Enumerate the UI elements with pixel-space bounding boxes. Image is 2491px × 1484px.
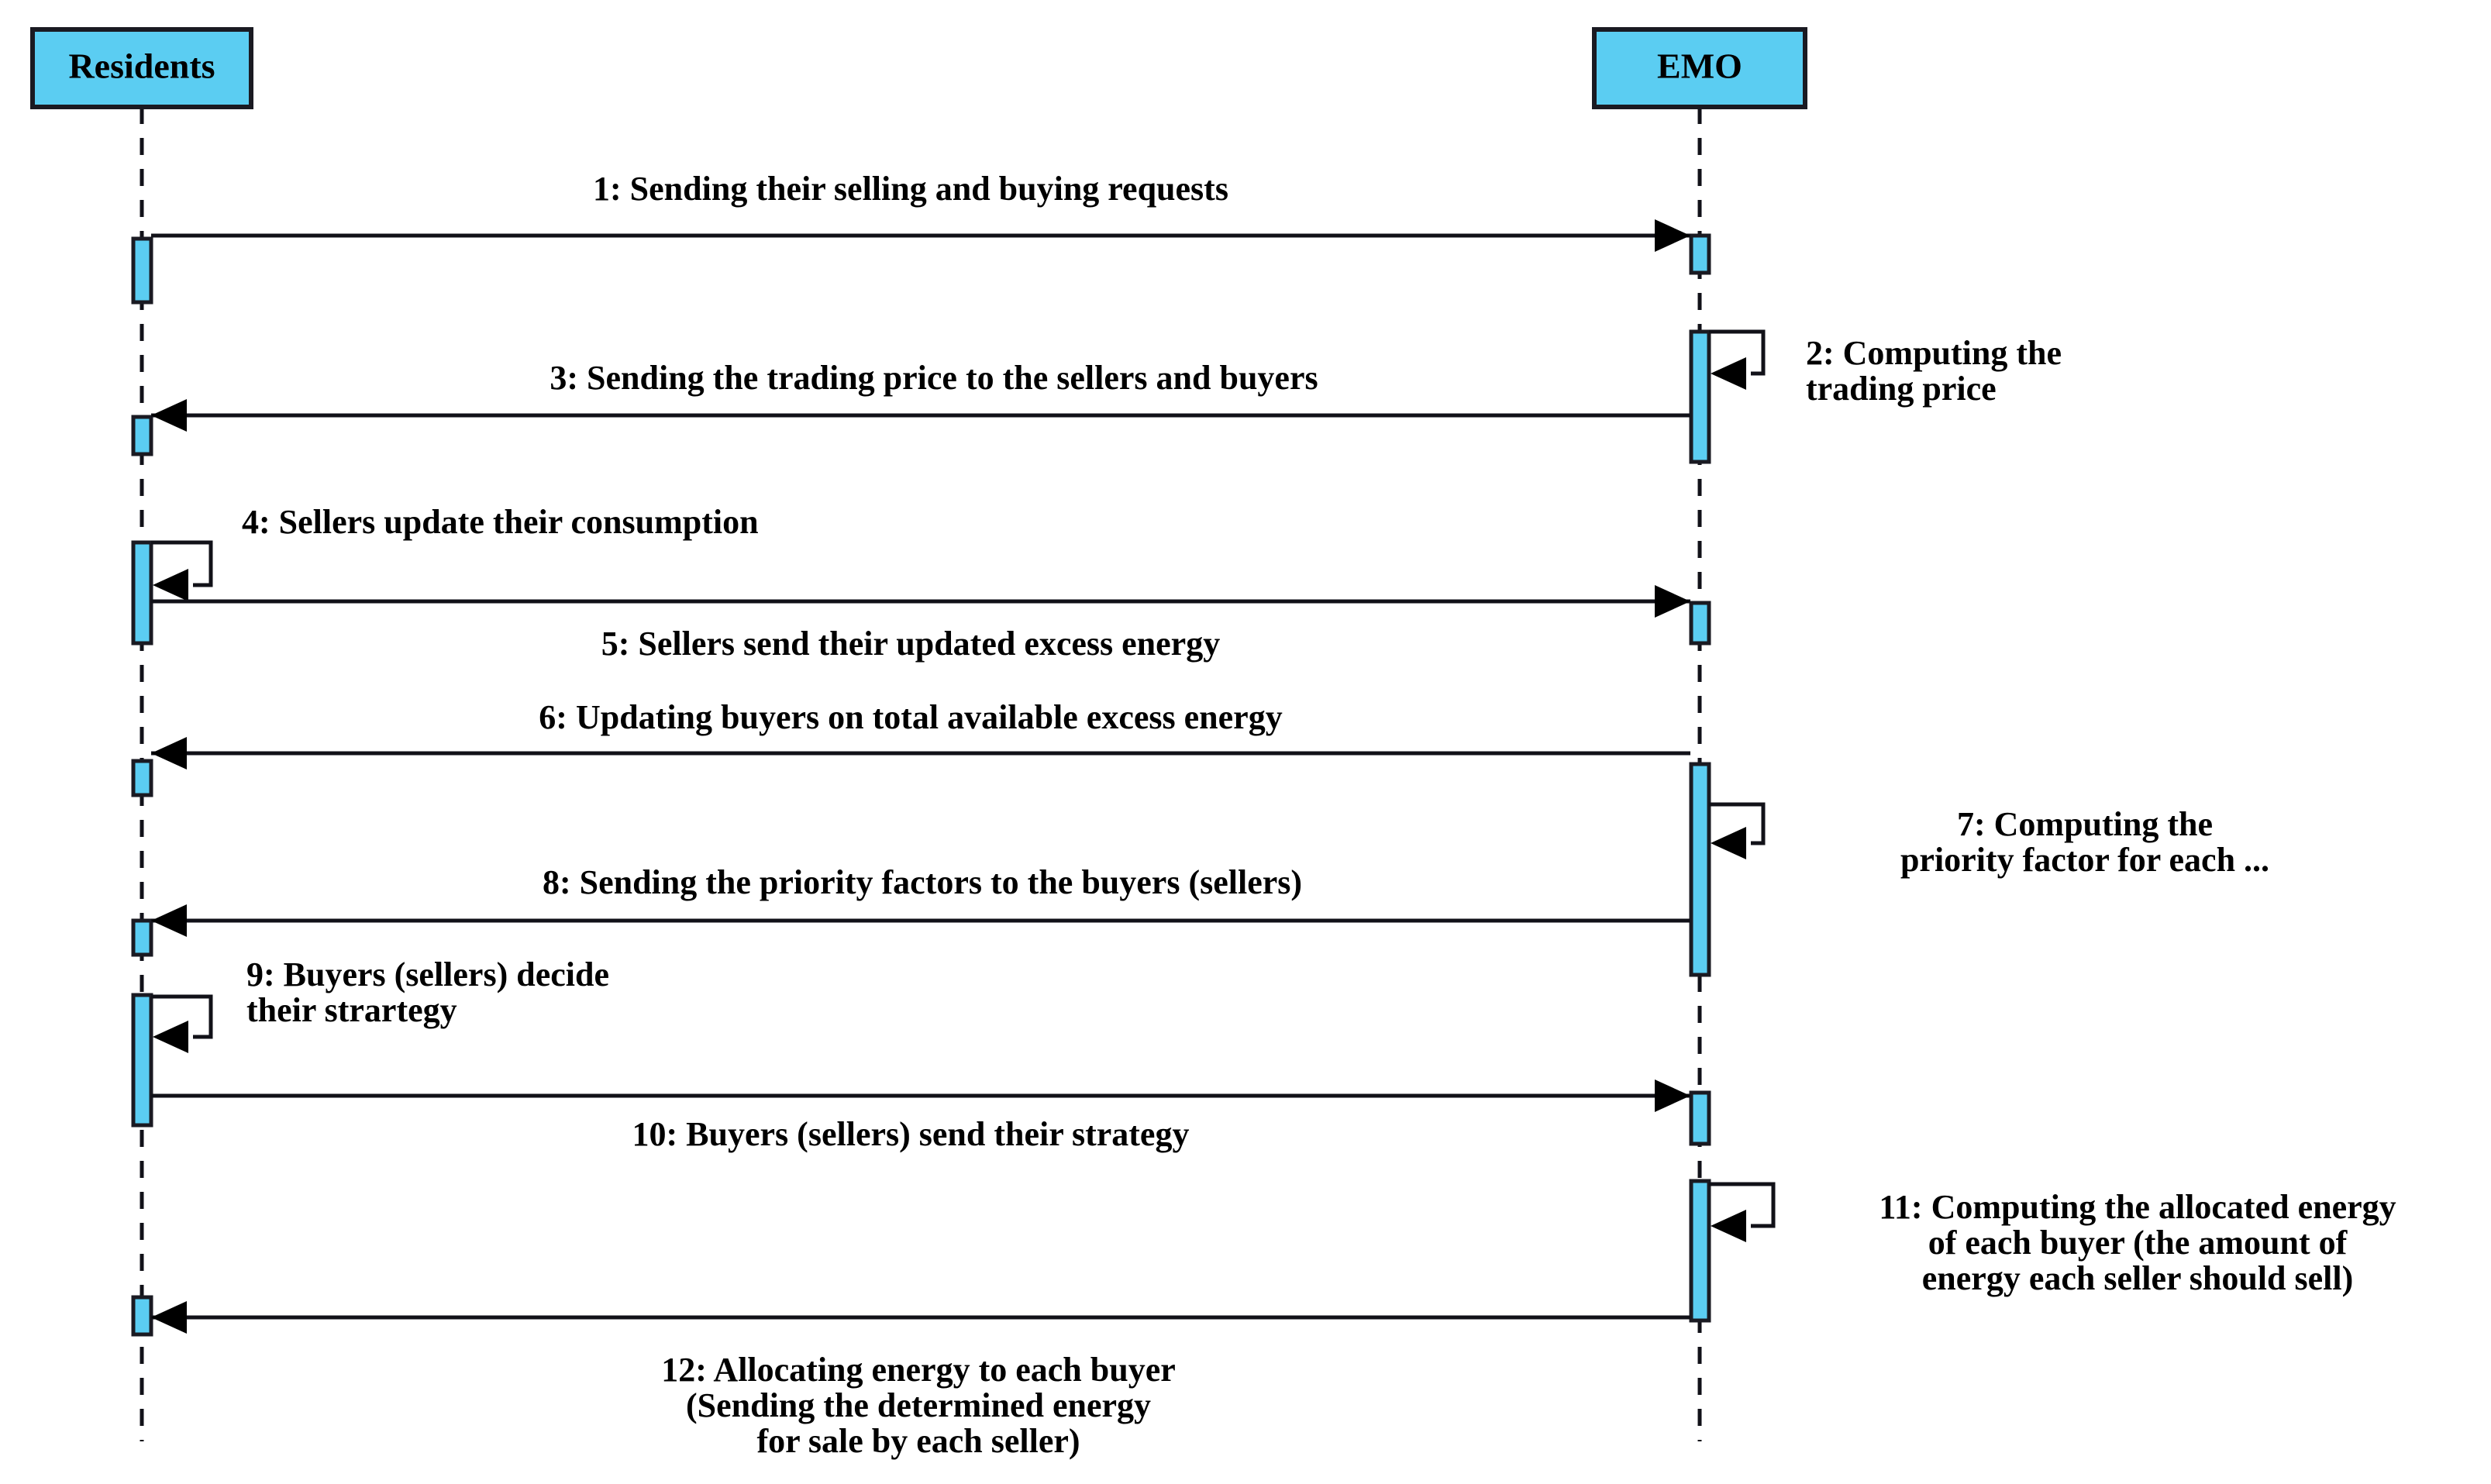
message-11 [1709,1182,1776,1242]
message-label-4: 4: Sellers update their consumption [242,503,759,541]
activation-bar-residents-4 [131,759,153,797]
self-message-path-4 [151,540,213,587]
message-label-12-line-3: for sale by each seller) [756,1422,1080,1460]
message-label-12: 12: Allocating energy to each buyer(Send… [661,1351,1176,1460]
self-message-path-11 [1709,1182,1776,1228]
message-label-10: 10: Buyers (sellers) send their strategy [632,1115,1190,1153]
message-label-9-line-1: 9: Buyers (sellers) decide [246,955,609,993]
message-label-6-line-1: 6: Updating buyers on total available ex… [539,698,1282,736]
actor-label-residents: Residents [68,46,215,86]
self-message-path-2 [1709,329,1766,376]
message-label-8: 8: Sending the priority factors to the b… [543,863,1302,901]
message-label-8-line-1: 8: Sending the priority factors to the b… [543,863,1302,901]
message-1 [151,219,1690,252]
arrow-head-9 [153,1021,188,1053]
message-label-3: 3: Sending the trading price to the sell… [550,359,1318,397]
message-label-11-line-1: 11: Computing the allocated energy [1879,1188,2396,1226]
message-label-12-line-2: (Sending the determined energy [686,1386,1151,1424]
arrow-head-2 [1711,357,1746,390]
arrow-head-4 [153,569,188,601]
activation-bar-emo-10 [1689,601,1711,646]
arrow-head-1 [1655,219,1690,252]
self-message-path-7 [1709,802,1766,845]
message-label-5-line-1: 5: Sellers send their updated excess ene… [601,625,1220,663]
message-label-11-line-3: energy each seller should sell) [1922,1259,2353,1297]
actor-box-emo[interactable] [1592,27,1807,109]
activation-bar-emo-12 [1689,1090,1711,1146]
activation-bar-residents-7 [131,1295,153,1337]
message-label-2-line-2: trading price [1806,370,1997,408]
message-9 [151,994,213,1053]
activation-bar-emo-13 [1689,1179,1711,1323]
activation-bar-residents-1 [131,236,153,305]
message-2 [1709,329,1766,390]
message-label-1: 1: Sending their selling and buying requ… [593,170,1228,208]
arrow-head-12 [151,1301,187,1334]
self-message-path-9 [151,994,213,1039]
activation-bar-emo-8 [1689,233,1711,275]
message-3 [151,399,1690,432]
arrow-head-10 [1655,1079,1690,1112]
message-7 [1709,802,1766,859]
activation-bar-emo-11 [1689,762,1711,977]
actor-label-emo: EMO [1657,46,1742,86]
message-label-1-line-1: 1: Sending their selling and buying requ… [593,170,1228,208]
message-label-10-line-1: 10: Buyers (sellers) send their strategy [632,1115,1190,1153]
actor-headers-layer: Residents EMO [30,27,1807,109]
message-label-9-line-2: their strartegy [246,991,457,1029]
message-12 [151,1301,1690,1334]
message-label-4-line-1: 4: Sellers update their consumption [242,503,759,541]
arrow-head-5 [1655,585,1690,618]
activation-bar-residents-2 [131,415,153,456]
actor-residents[interactable]: Residents [30,27,253,109]
message-label-5: 5: Sellers send their updated excess ene… [601,625,1220,663]
lifelines-layer [140,107,1702,1441]
activation-bar-residents-3 [131,540,153,646]
message-label-2-line-1: 2: Computing the [1806,334,2062,372]
activation-bar-residents-6 [131,993,153,1128]
arrow-head-7 [1711,827,1746,859]
message-5 [151,585,1690,618]
actor-box-residents[interactable] [30,27,253,109]
activation-bars-layer [131,233,1711,1337]
message-10 [151,1079,1690,1112]
activation-bar-emo-9 [1689,329,1711,464]
message-labels-layer: 1: Sending their selling and buying requ… [242,170,2396,1460]
message-4 [151,540,213,601]
message-label-7-line-1: 7: Computing the [1957,805,2213,843]
arrow-head-3 [151,399,187,432]
arrow-head-11 [1711,1210,1746,1242]
message-label-7-line-2: priority factor for each ... [1900,841,2269,879]
message-label-3-line-1: 3: Sending the trading price to the sell… [550,359,1318,397]
message-label-12-line-1: 12: Allocating energy to each buyer [661,1351,1176,1389]
actor-emo[interactable]: EMO [1592,27,1807,109]
arrow-head-6 [151,737,187,770]
message-label-6: 6: Updating buyers on total available ex… [539,698,1282,736]
message-8 [151,904,1690,937]
arrow-head-8 [151,904,187,937]
message-label-11-line-2: of each buyer (the amount of [1928,1224,2348,1262]
message-arrows-layer [151,219,1776,1334]
activation-bar-residents-5 [131,918,153,957]
message-6 [151,737,1690,770]
